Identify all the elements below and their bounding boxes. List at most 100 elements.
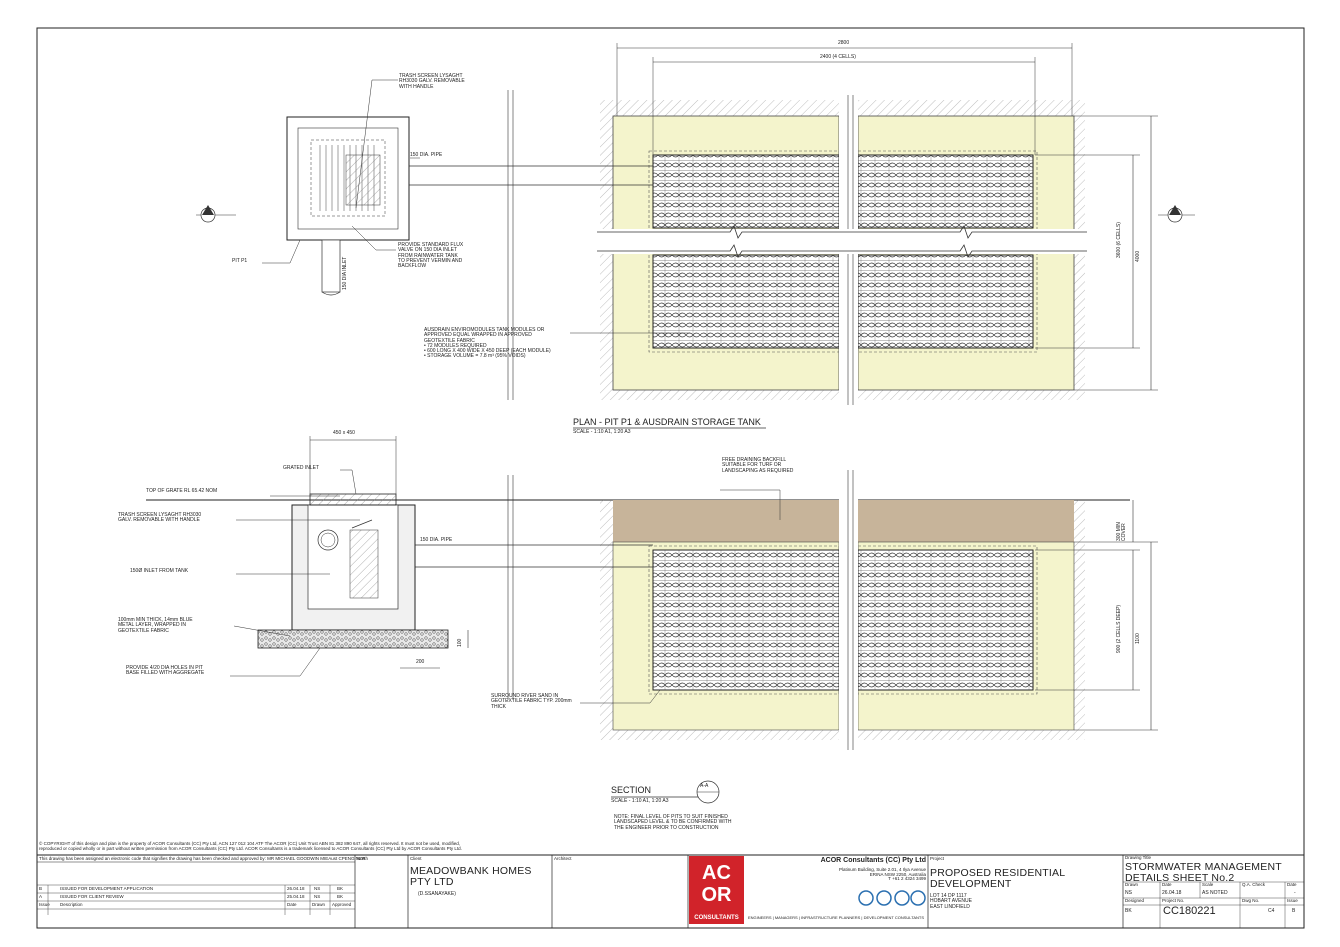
section-marker-right (1158, 205, 1195, 223)
revision-header-approved: Approved (332, 902, 352, 907)
section-dim-200: 200 (416, 659, 425, 665)
section-grated-inlet: GRATED INLET (283, 465, 320, 471)
plan-view (196, 43, 1195, 429)
plan-dim-cells: 2400 (4 CELLS) (820, 54, 856, 60)
company-services: ENGINEERS | MANAGERS | INFRASTRUCTURE PL… (748, 915, 925, 920)
section-inlet-from-tank: 150Ø INLET FROM TANK (130, 568, 189, 574)
value-project-no: CC180221 (1163, 905, 1216, 917)
plan-dim-height-total: 4000 (1135, 250, 1141, 262)
pit-p1-plan (286, 90, 653, 400)
value-issue: B (1292, 908, 1296, 914)
section-dim-total: 1100 (1135, 633, 1141, 644)
plan-dim-overall: 2800 (838, 40, 850, 46)
label-issue: Issue (1287, 898, 1298, 903)
value-date: 26.04.18 (1162, 890, 1182, 896)
value-drawn: NS (1125, 890, 1132, 896)
section-dim-100: 100 (457, 638, 463, 647)
value-dwg-no: C4 (1268, 908, 1275, 914)
value-designed: BK (1125, 908, 1132, 914)
label-drawn: Drawn (1125, 882, 1139, 887)
section-pipe-label: 150 DIA. PIPE (420, 537, 453, 543)
value-scale: AS NOTED (1202, 890, 1228, 896)
company-name: ACOR Consultants (CC) Pty Ltd (820, 857, 926, 864)
revision-desc-b: ISSUED FOR DEVELOPMENT APPLICATION (60, 886, 154, 891)
label-project-no: Project No. (1162, 898, 1185, 903)
revision-header-drawn: Drawn (312, 902, 326, 907)
section-marker-label: A-A (700, 783, 709, 789)
value-qa-date: - (1294, 890, 1296, 896)
label-dwg-no: Dwg No. (1242, 898, 1260, 903)
copyright-note: © COPYRIGHT of this design and plan is t… (39, 841, 462, 851)
section-view (146, 436, 1158, 804)
plan-modules-br (857, 254, 1034, 349)
section-note: NOTE: FINAL LEVEL OF PITS TO SUIT FINISH… (614, 814, 732, 831)
revision-issue-a: A (39, 894, 43, 899)
drawing-heading: Drawing Title (1125, 855, 1152, 860)
plan-title: PLAN - PIT P1 & AUSDRAIN STORAGE TANK (573, 417, 761, 427)
label-designed: Designed (1125, 898, 1145, 903)
section-modules-left (652, 549, 840, 691)
pit-p1-label: PIT P1 (232, 258, 248, 264)
label-date: Date (1162, 882, 1172, 887)
section-dim-cells-deep: 900 (2 CELLS DEEP) (1116, 604, 1122, 653)
section-scale: SCALE - 1:10 A1, 1:20 A3 (611, 798, 669, 804)
client-contact: (D.SSANAYAKE) (418, 891, 456, 897)
label-qa: Q.A. Check (1242, 882, 1266, 887)
north-label: North (357, 856, 369, 861)
revision-issue-b: B (39, 886, 43, 891)
client-heading: Client (410, 856, 422, 861)
revision-drawn-b: NS (314, 886, 321, 891)
plan-dim-height-cells: 3600 (6 CELLS) (1116, 222, 1122, 258)
project-heading: Project (930, 856, 945, 861)
revision-header-issue: Issue (39, 902, 50, 907)
pit-section (291, 493, 416, 631)
section-title: SECTION (611, 785, 652, 795)
section-backfill-right (858, 500, 1074, 542)
architect-heading: Architect (554, 856, 572, 861)
plan-scale: SCALE - 1:10 A1, 1:20 A3 (573, 429, 631, 435)
plan-pipe-label: 150 DIA. PIPE (410, 152, 443, 158)
signature-note: This drawing has been assigned an electr… (39, 856, 366, 861)
certification-badges (858, 890, 926, 906)
logo-wordmark: CONSULTANTS (694, 915, 739, 921)
revision-header-description: Description (60, 902, 83, 907)
sheet-border (36, 27, 1305, 929)
plan-modules-bl (652, 254, 840, 349)
revision-header-date: Date (287, 902, 297, 907)
section-marker-left (196, 205, 236, 223)
plan-modules-tl (652, 154, 840, 229)
revision-date-a: 25.04.18 (287, 894, 305, 899)
revision-approved-b: BK (337, 886, 344, 891)
label-date2: Date (1287, 882, 1297, 887)
revision-drawn-a: NS (314, 894, 321, 899)
section-top-grate: TOP OF GRATE RL 65.42 NOM (146, 488, 218, 494)
revision-date-b: 26.04.18 (287, 886, 305, 891)
label-scale: Scale (1202, 882, 1214, 887)
gravel-base (257, 629, 449, 649)
plan-modules-tr (857, 154, 1034, 229)
section-modules-right (857, 549, 1034, 691)
section-backfill-left (613, 500, 839, 542)
company-address: Platinum Building, Suite 2.01, 4 Ilya Av… (839, 867, 926, 882)
plan-inlet-pipe-label: 150 DIA INLET (342, 256, 348, 290)
revision-approved-a: BK (337, 894, 344, 899)
section-grate-size: 450 x 450 (333, 430, 355, 436)
logo-box (689, 856, 744, 914)
title-block-lines (37, 854, 1304, 928)
revision-desc-a: ISSUED FOR CLIENT REVIEW (60, 894, 124, 899)
